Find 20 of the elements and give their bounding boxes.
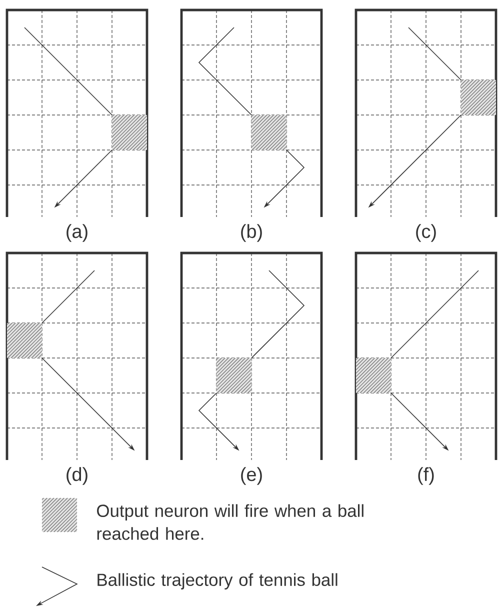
legend-text: Output neuron will fire when a ball reached here. [97, 504, 364, 540]
panel-label: (e) [241, 467, 262, 485]
panel-label: (d) [66, 467, 88, 485]
trajectory-line [24, 27, 112, 116]
panel-label: (c) [416, 224, 436, 242]
hatched-square [6, 322, 42, 358]
hatched-square [251, 114, 287, 150]
hatched-square [460, 80, 496, 116]
trajectory-line [251, 270, 305, 358]
panel-label: (b) [241, 224, 262, 242]
trajectory-line [408, 27, 462, 80]
hatched-square [356, 358, 392, 394]
trajectory-line [198, 27, 252, 116]
trajectory-line [390, 270, 479, 358]
legend-text: Ballistic trajectory of tennis ball [98, 573, 338, 590]
trajectory-line [42, 270, 95, 324]
hatched-square [112, 114, 148, 150]
panel-label: (a) [66, 224, 88, 242]
hatched-square [216, 358, 252, 394]
panel-label: (f) [418, 467, 434, 485]
